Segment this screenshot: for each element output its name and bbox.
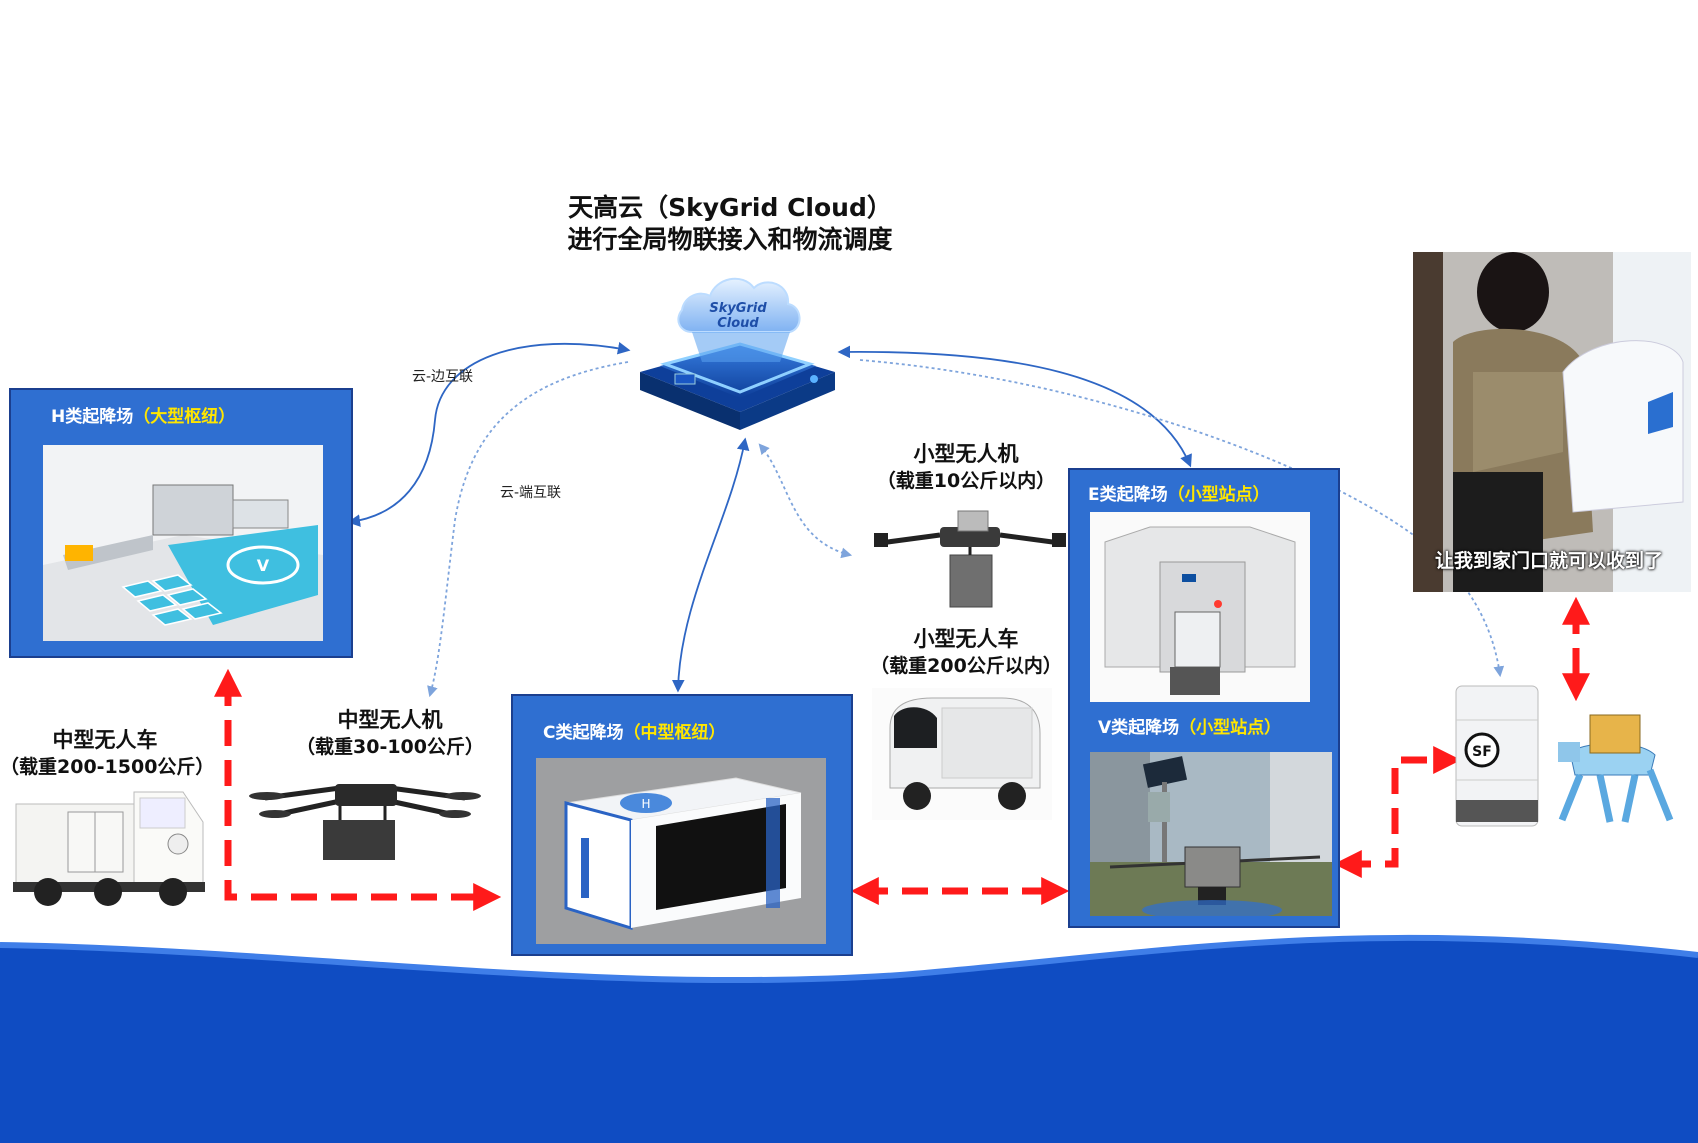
small-car-load: （载重200公斤以内）: [852, 653, 1080, 679]
delivery-locker-image: SF: [1450, 680, 1690, 838]
v-hub-photo: [1090, 752, 1332, 916]
small-car-name: 小型无人车: [852, 625, 1080, 653]
small-car-image: [872, 688, 1052, 820]
small-drone-caption: 小型无人机 （载重10公斤以内）: [852, 440, 1080, 494]
medium-truck-image: [8, 782, 208, 910]
medium-drone-name: 中型无人机: [270, 706, 510, 734]
small-car-caption: 小型无人车 （载重200公斤以内）: [852, 625, 1080, 679]
c-hub-render: H: [536, 758, 826, 944]
medium-truck-load: （载重200-1500公斤）: [0, 754, 210, 780]
h-hub-render: V: [43, 445, 323, 641]
small-drone-image: [870, 505, 1070, 613]
h-hub-name: H类起降场: [51, 407, 133, 427]
svg-text:H: H: [641, 797, 650, 811]
v-hub-label: V类起降场（小型站点）: [1098, 713, 1281, 738]
delivery-subtitle: 让我到家门口就可以收到了: [1435, 546, 1663, 573]
medium-drone-caption: 中型无人机 （载重30-100公斤）: [270, 706, 510, 760]
h-hub-label: H类起降场（大型枢纽）: [51, 402, 235, 427]
c-hub-label: C类起降场（中型枢纽）: [543, 718, 725, 743]
e-hub-name: E类起降场: [1088, 485, 1168, 505]
v-hub-tag: （小型站点）: [1179, 718, 1281, 738]
e-hub-tag: （小型站点）: [1168, 485, 1270, 505]
e-hub-label: E类起降场（小型站点）: [1088, 480, 1270, 505]
c-hub-box: C类起降场（中型枢纽） H: [511, 694, 853, 956]
svg-text:V: V: [257, 556, 270, 575]
medium-drone-load: （载重30-100公斤）: [270, 734, 510, 760]
h-hub-box: H类起降场（大型枢纽） V: [9, 388, 353, 658]
delivery-photo: 让我到家门口就可以收到了: [1413, 252, 1691, 592]
medium-truck-name: 中型无人车: [0, 726, 210, 754]
medium-drone-image: [245, 770, 485, 870]
e-hub-photo: [1090, 512, 1310, 702]
v-hub-name: V类起降场: [1098, 718, 1179, 738]
small-drone-name: 小型无人机: [852, 440, 1080, 468]
locker-sf-logo: SF: [1472, 744, 1492, 760]
small-drone-load: （载重10公斤以内）: [852, 468, 1080, 494]
h-hub-tag: （大型枢纽）: [133, 407, 235, 427]
ev-hub-box: E类起降场（小型站点） V类起降场（小型站点）: [1068, 468, 1340, 928]
medium-truck-caption: 中型无人车 （载重200-1500公斤）: [0, 726, 210, 780]
c-hub-tag: （中型枢纽）: [623, 723, 725, 743]
c-hub-name: C类起降场: [543, 723, 623, 743]
